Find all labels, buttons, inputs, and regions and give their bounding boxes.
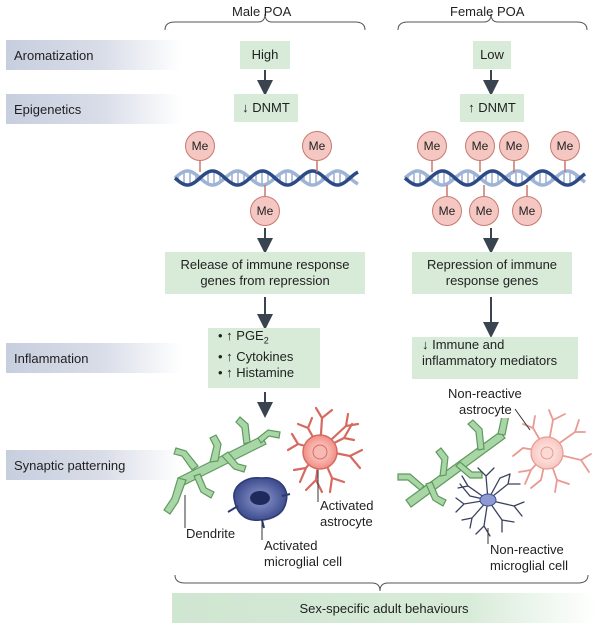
- dna-strand: [173, 169, 359, 187]
- row-label-inflammation: Inflammation: [6, 343, 181, 373]
- male-inflammation-pge: • ↑ PGE2: [218, 328, 269, 346]
- label-nonreactive-astrocyte-2: astrocyte: [459, 402, 514, 418]
- dna-strand: [403, 169, 587, 187]
- methyl-group: Me: [417, 131, 447, 161]
- female-aromatization-box: Low: [473, 41, 511, 69]
- outcome-bar: Sex-specific adult behaviours: [172, 593, 596, 623]
- dna-helix-female: [403, 169, 587, 187]
- male-genes-line2: genes from repression: [200, 273, 330, 288]
- female-genes-line1: Repression of immune: [426, 257, 558, 272]
- label-nonreactive-microglia-1: Non-reactive: [490, 542, 564, 557]
- male-bracket: [164, 13, 366, 31]
- methyl-group: Me: [550, 131, 580, 161]
- bottom-bracket: [174, 574, 589, 592]
- label-activated-microglia-2: microglial cell: [264, 554, 343, 569]
- methyl-group: Me: [302, 131, 332, 161]
- dendrite-male: [163, 416, 281, 515]
- female-inflammation-line2: inflammatory mediators: [422, 353, 558, 368]
- label-nonreactive-microglia-2: microglial cell: [490, 558, 569, 573]
- dendrite-female: [397, 402, 510, 508]
- male-aromatization-box: High: [240, 41, 290, 69]
- female-dnmt-box: ↑ DNMT: [460, 94, 524, 122]
- row-label-aromatization: Aromatization: [6, 40, 181, 70]
- methyl-group: Me: [512, 196, 542, 226]
- methyl-group: Me: [499, 131, 529, 161]
- label-nonreactive-astrocyte-1: Non-reactive: [448, 386, 522, 401]
- male-dnmt-box: ↓ DNMT: [234, 94, 298, 122]
- female-inflammation-line1: ↓ Immune and: [422, 337, 505, 352]
- label-activated-astrocyte-2: astrocyte: [320, 514, 373, 529]
- row-label-synaptic: Synaptic patterning: [6, 450, 181, 480]
- female-genes-box: Repression of immune response genes: [412, 252, 572, 294]
- row-label-epigenetics: Epigenetics: [6, 94, 181, 124]
- female-inflammation-box: ↓ Immune and inflammatory mediators: [412, 337, 578, 379]
- dna-helix-male: [173, 169, 359, 187]
- female-bracket: [397, 13, 588, 31]
- label-activated-astrocyte-1: Activated: [320, 498, 374, 513]
- male-genes-box: Release of immune response genes from re…: [165, 252, 365, 294]
- male-inflammation-cytokines: • ↑ Cytokines: [218, 348, 294, 364]
- female-genes-line2: response genes: [445, 273, 539, 288]
- male-inflammation-box: • ↑ PGE2 • ↑ Cytokines • ↑ Histamine: [208, 328, 320, 388]
- header-male: Male POA: [232, 4, 292, 19]
- dna-strand: [173, 169, 359, 187]
- label-activated-microglia-1: Activated: [264, 538, 318, 553]
- methyl-group: Me: [432, 196, 462, 226]
- label-dendrite: Dendrite: [186, 526, 236, 541]
- male-inflammation-histamine: • ↑ Histamine: [218, 364, 295, 380]
- microglia-activated: [227, 477, 291, 540]
- methyl-group: Me: [250, 196, 280, 226]
- methyl-group: Me: [469, 196, 499, 226]
- methyl-group: Me: [465, 131, 495, 161]
- header-female: Female POA: [450, 4, 525, 19]
- male-genes-line1: Release of immune response: [180, 257, 350, 272]
- methyl-group: Me: [185, 131, 215, 161]
